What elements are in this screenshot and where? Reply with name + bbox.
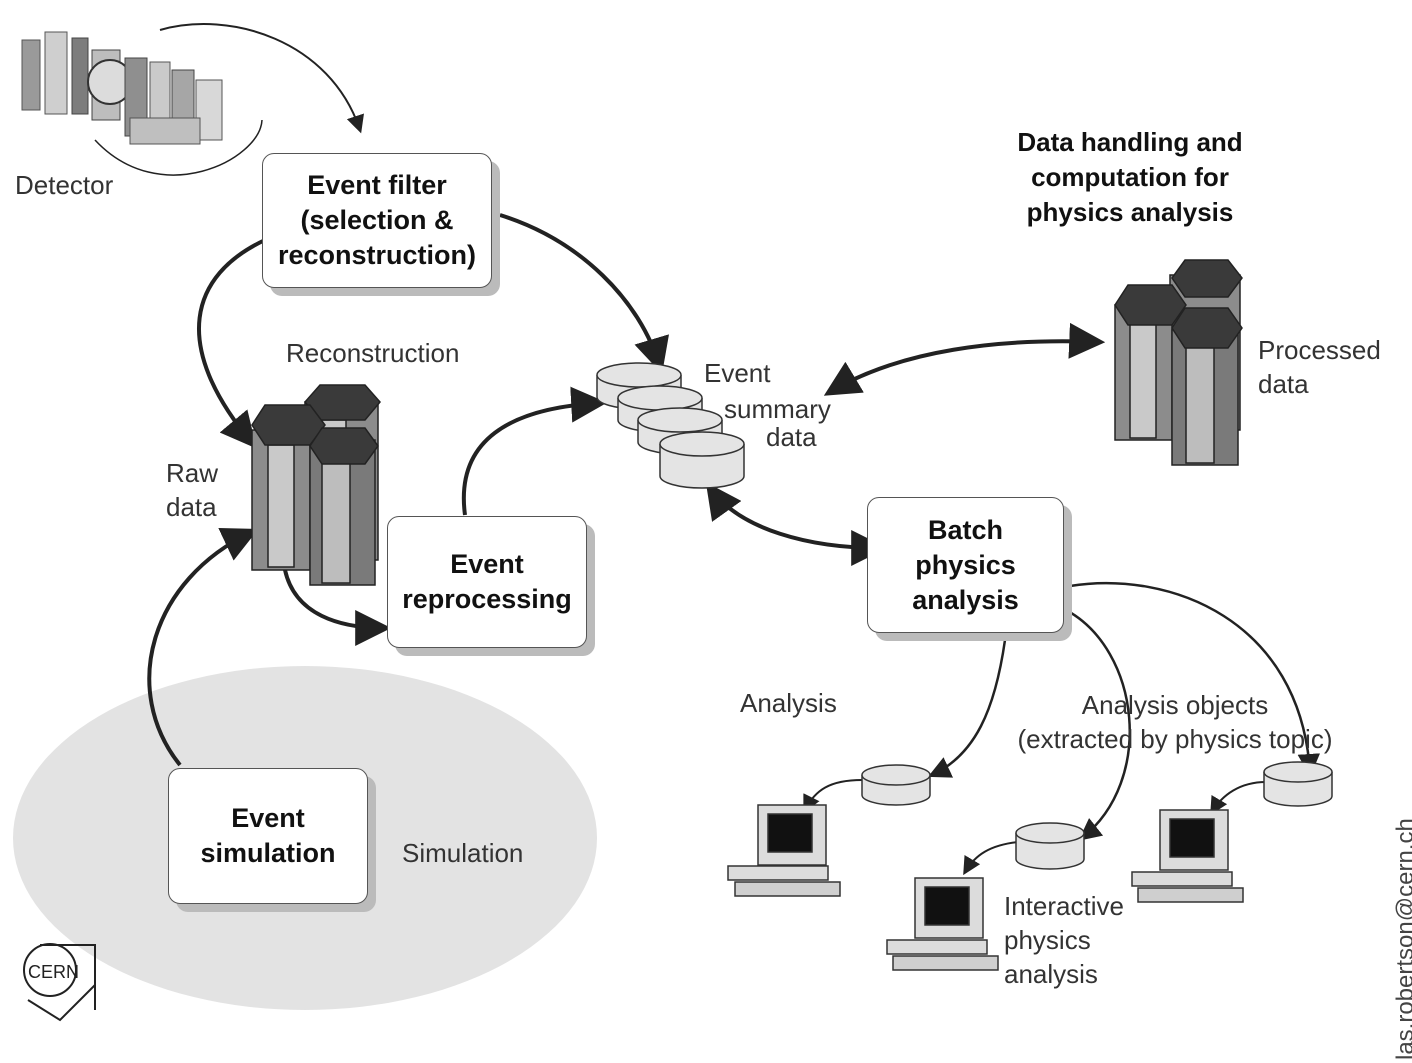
- workstation-icon: [886, 877, 999, 971]
- diagram-title: Data handling and computation for physic…: [1017, 127, 1243, 227]
- event-reprocessing-label: Event reprocessing: [402, 549, 572, 614]
- filter-to-rawdata-arrow: [197, 238, 266, 449]
- detector-to-filter-arrow: [159, 23, 364, 134]
- summary-batch-double-arrow: [705, 482, 888, 566]
- detector-outline-curve: [94, 119, 263, 176]
- event-summary-data-label-3: data: [766, 422, 817, 452]
- reprocessing-to-summary-arrow: [461, 386, 608, 516]
- event-summary-data-disks-icon: [596, 362, 745, 489]
- raw-data-label: Raw data: [166, 458, 219, 522]
- filter-to-summary-arrow: [499, 213, 669, 374]
- batch-to-disk1-arrow: [927, 639, 1007, 778]
- event-summary-data-label-2: summary: [724, 394, 831, 424]
- batch-to-disk3-arrow: [1069, 581, 1321, 777]
- simulation-to-rawdata-arrow: [147, 528, 259, 767]
- analysis-object-disk-icon: [1263, 761, 1333, 807]
- analysis-objects-label: Analysis objects (extracted by physics t…: [1017, 690, 1333, 754]
- processed-data-label: Processed data: [1258, 335, 1381, 399]
- processed-data-storage-icon: [1114, 259, 1243, 466]
- analysis-label: Analysis: [740, 688, 837, 718]
- svg-text:CERN: CERN: [28, 962, 79, 982]
- batch-physics-analysis-box: Batch physics analysis: [867, 497, 1064, 633]
- raw-data-storage-icon: [251, 384, 381, 586]
- disk2-to-pc2-arrow: [963, 841, 1019, 876]
- summary-processed-double-arrow: [823, 322, 1106, 396]
- event-summary-data-label-1: Event: [704, 358, 771, 388]
- batch-to-disk2-arrow: [1065, 608, 1131, 841]
- batch-physics-analysis-label: Batch physics analysis: [912, 514, 1019, 615]
- event-filter-label: Event filter (selection & reconstruction…: [277, 170, 477, 270]
- rawdata-to-reprocessing-arrow: [283, 569, 392, 646]
- interactive-physics-analysis-label: Interactive physics analysis: [1004, 891, 1124, 989]
- event-filter-box: Event filter (selection & reconstruction…: [262, 153, 492, 288]
- analysis-object-disk-icon: [1015, 822, 1085, 870]
- workstation-icon: [727, 804, 841, 897]
- analysis-object-disk-icon: [861, 764, 931, 806]
- event-reprocessing-box: Event reprocessing: [387, 516, 587, 648]
- reconstruction-label: Reconstruction: [286, 338, 460, 368]
- simulation-label: Simulation: [402, 838, 524, 868]
- workstation-icon: [1131, 809, 1244, 903]
- event-simulation-label: Event simulation: [200, 803, 336, 868]
- event-simulation-box: Event simulation: [168, 768, 368, 904]
- cern-logo-icon: CERN: [23, 943, 96, 1022]
- side-credit-text: las.robertson@cern.ch: [1392, 818, 1412, 1060]
- disk3-to-pc3-arrow: [1210, 781, 1267, 816]
- detector-icon: [21, 31, 223, 145]
- detector-label: Detector: [15, 170, 114, 200]
